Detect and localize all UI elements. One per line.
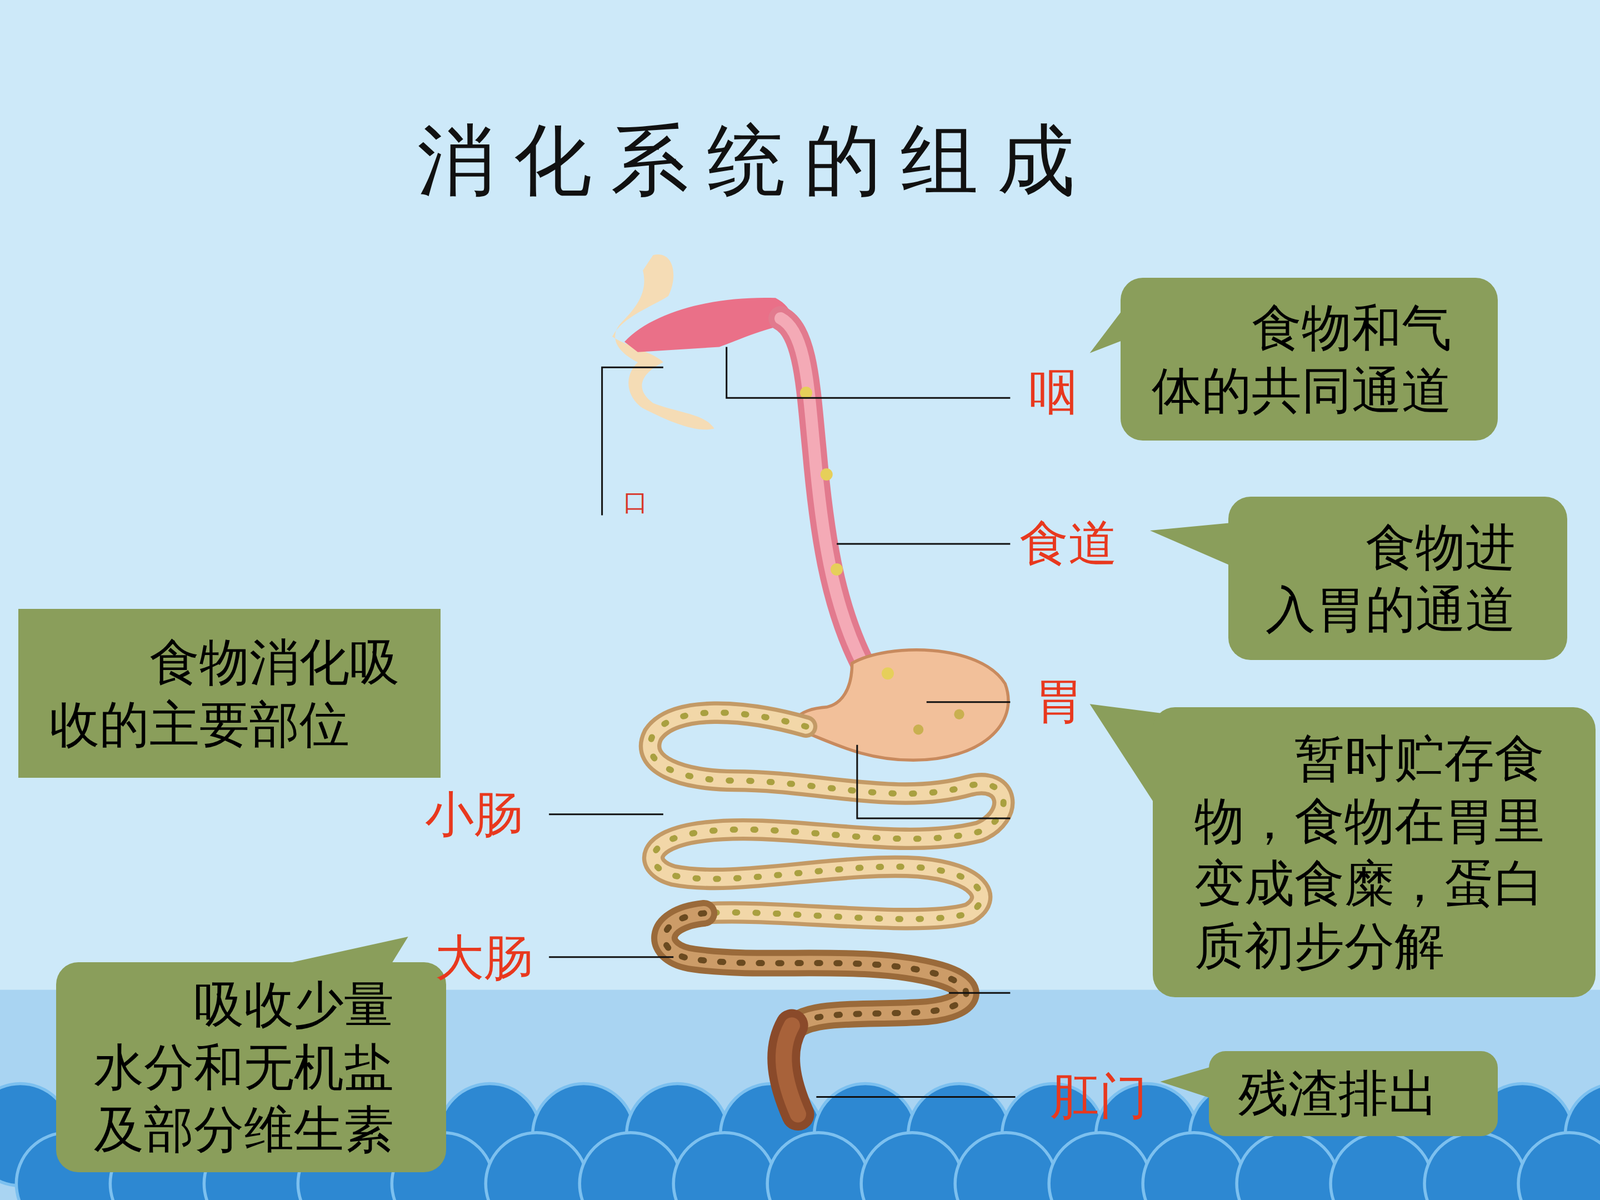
part-label: 大肠 (435, 933, 533, 983)
intestine-contents (664, 913, 967, 1031)
wave-scallop (955, 1132, 1058, 1200)
callout-tail (1160, 1065, 1217, 1100)
callout-text: 食物进 入胃的通道 (1265, 516, 1531, 642)
wave-scallop (1048, 1132, 1152, 1200)
wave-scallop (579, 1132, 682, 1200)
food-bolus (953, 709, 964, 720)
rectum-lumen (783, 1025, 799, 1115)
callout-text: 食物消化吸 收的主要部位 (49, 631, 410, 757)
part-label: 口 (623, 490, 648, 515)
leader-line (948, 992, 1010, 994)
callout-text: 残渣排出 (1238, 1062, 1469, 1125)
part-label: 小肠 (425, 790, 523, 839)
part-label: 食道 (1019, 518, 1118, 568)
large-intestine-wall (664, 913, 967, 1113)
callout-box: 食物消化吸 收的主要部位 (18, 608, 441, 778)
esophagus-lumen (780, 318, 863, 664)
callout-tail (1150, 522, 1235, 568)
food-bolus (913, 724, 924, 735)
callout-box: 吸收少量 水分和无机盐 及部分维生素 (56, 962, 447, 1173)
wave-scallop (485, 1132, 588, 1200)
food-bolus (830, 563, 843, 576)
wave-scallop (1236, 1132, 1339, 1200)
rectum-shape (783, 1025, 799, 1115)
wave-scallop (673, 1132, 776, 1200)
callout-box: 暂时贮存食 物，食物在胃里 变成食糜，蛋白 质初步分解 (1152, 707, 1596, 998)
callout-box: 残渣排出 (1208, 1051, 1498, 1137)
food-bolus (820, 468, 833, 481)
part-label: 胃 (1034, 676, 1084, 726)
callout-box: 食物和气 体的共同通道 (1120, 277, 1498, 441)
wave-scallop (861, 1132, 964, 1200)
small-intestine-lumen (650, 712, 1004, 920)
esophagus-wall (780, 318, 863, 664)
callout-text: 吸收少量 水分和无机盐 及部分维生素 (93, 973, 409, 1162)
intestine-contents (650, 712, 1004, 920)
part-label: 肛门 (1050, 1072, 1148, 1122)
part-label: 咽 (1028, 367, 1078, 417)
wave-scallop (1330, 1132, 1433, 1200)
wave-scallop (1518, 1132, 1600, 1200)
digestive-tract (612, 254, 1009, 1115)
wave-scallop (767, 1132, 870, 1200)
leader-line (816, 1096, 1015, 1098)
small-intestine-wall (650, 712, 1004, 920)
leader-line (926, 701, 1011, 703)
diagram-title: 消化系统的组成 (361, 113, 1150, 208)
mouth-cavity (624, 297, 792, 353)
stomach-shape (795, 650, 1009, 761)
leader-line (726, 346, 1011, 398)
leader-line (548, 813, 664, 815)
wave-scallop (1142, 1132, 1245, 1200)
leader-lines (548, 346, 1015, 1097)
leader-line (548, 956, 674, 958)
large-intestine-lumen (664, 913, 967, 1113)
food-bolus (881, 667, 894, 680)
bracket-line (857, 745, 1011, 819)
bracket-line (602, 367, 664, 515)
callout-box: 食物进 入胃的通道 (1228, 496, 1568, 660)
leader-line (836, 542, 1010, 545)
callout-text: 食物和气 体的共同通道 (1151, 296, 1467, 422)
wave-scallop (1424, 1132, 1527, 1200)
callout-text: 暂时贮存食 物，食物在胃里 变成食糜，蛋白 质初步分解 (1194, 727, 1555, 978)
